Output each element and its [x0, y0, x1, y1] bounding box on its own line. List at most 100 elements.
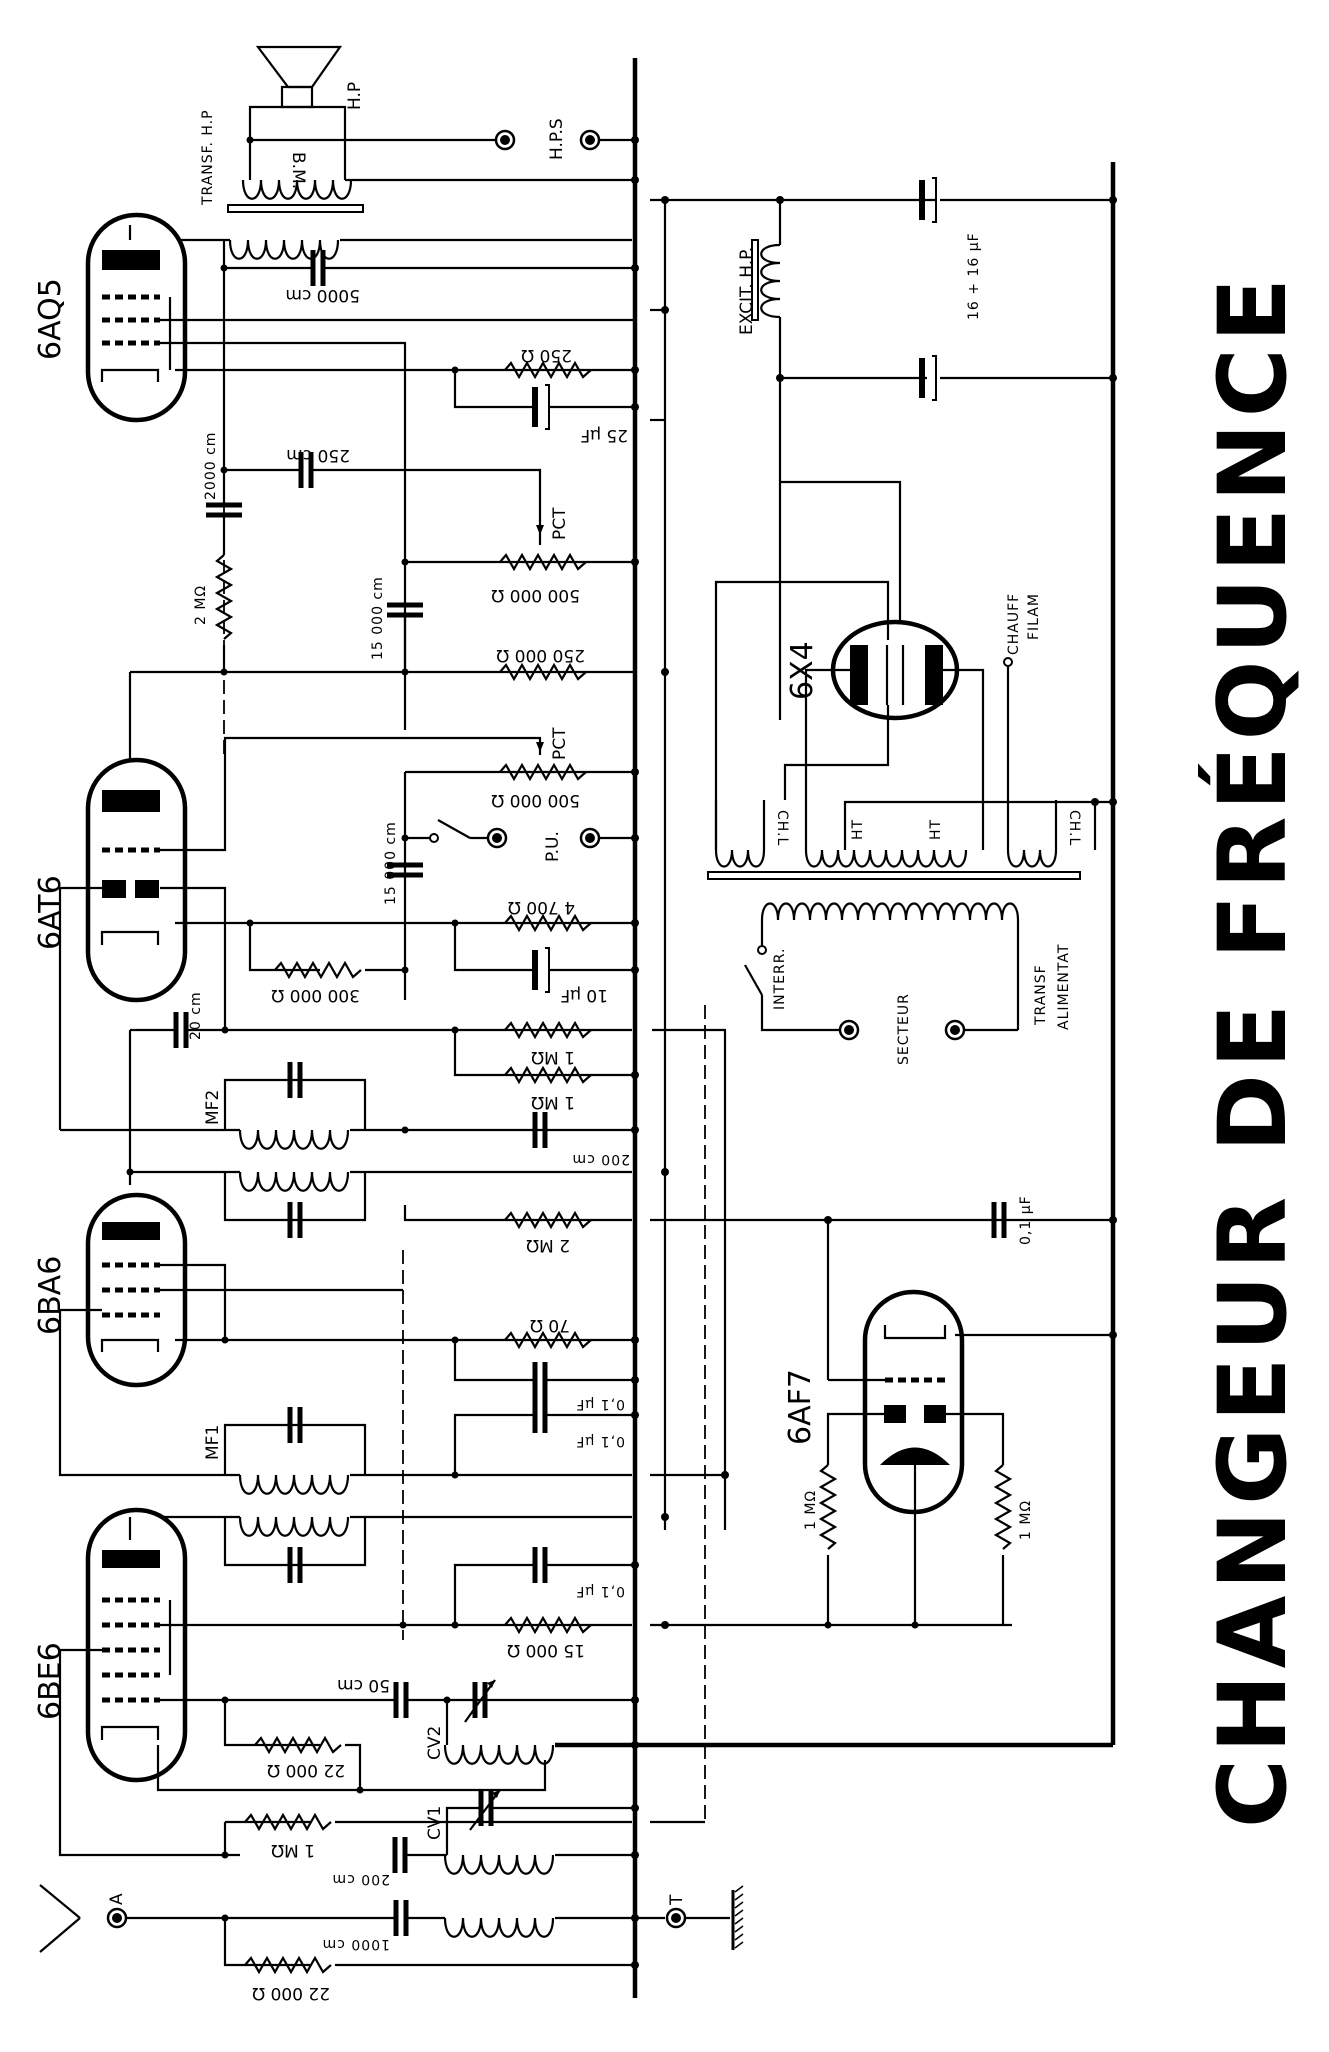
antenna-coupling-capacitor — [395, 1837, 405, 1873]
power-transformer-core — [707, 871, 1081, 880]
screen-capacitor — [535, 1547, 545, 1583]
tube-label-6ba6: 6BA6 — [33, 1256, 68, 1335]
antenna-coil-secondary — [443, 1851, 639, 1875]
label-field-coil: EXCIT. H.P. — [737, 247, 757, 335]
ground-symbol-icon — [685, 1885, 744, 1950]
label-pct-1: PCT — [550, 507, 570, 540]
label-antenna: A — [107, 1893, 127, 1905]
label-250ohm: 250 Ω — [521, 345, 572, 365]
label-2m-avc: 2 MΩ — [526, 1235, 570, 1255]
if-transformer-mf1 — [223, 1407, 729, 1495]
label-chl-2: CH.L — [1066, 810, 1082, 846]
label-15000ohm: 15 000 Ω — [507, 1640, 585, 1660]
oscillator-capacitor — [396, 1682, 406, 1718]
label-01uf-a: 0,1 µF — [575, 1396, 625, 1412]
antenna-series-capacitor — [396, 1900, 406, 1936]
heater-terminal — [1003, 657, 1013, 667]
label-22000-a: 22 000 Ω — [267, 1760, 345, 1780]
label-mf2: MF2 — [203, 1090, 223, 1125]
label-alimentat: ALIMENTAT — [1056, 944, 1072, 1030]
label-1m-ind-b: 1 MΩ — [1018, 1500, 1034, 1540]
tube-label-6be6: 6BE6 — [33, 1642, 68, 1720]
power-transformer-secondary — [714, 800, 1097, 868]
label-20cm: 20 cm — [188, 991, 204, 1040]
output-transformer-core — [227, 204, 364, 213]
power-switch[interactable] — [744, 945, 840, 1032]
label-chl-1: CH.L — [774, 810, 790, 846]
pickup-switch[interactable] — [405, 819, 490, 843]
label-10uf: 10 µF — [560, 985, 608, 1005]
label-interr: INTERR. — [772, 948, 788, 1010]
label-250k: 250 000 Ω — [496, 645, 585, 665]
label-speaker: H.P — [345, 82, 365, 110]
output-cathode-capacitor — [453, 370, 639, 429]
label-500k-1: 500 000 Ω — [491, 585, 580, 605]
tube-6ba6 — [85, 1192, 188, 1388]
label-hps: H.P.S — [547, 118, 567, 160]
antenna-symbol-icon — [39, 1884, 81, 1953]
label-mf1: MF1 — [203, 1425, 223, 1460]
loudspeaker — [248, 45, 347, 150]
plate-bypass-capacitor — [220, 250, 639, 286]
label-22000-b: 22 000 Ω — [252, 1983, 330, 2003]
label-250cm: 250 cm — [286, 445, 350, 465]
labels: 6AQ5 6AT6 6BA6 6BE6 6X4 6AF7 H.P TRANSF.… — [33, 82, 1082, 2003]
label-ground: T — [667, 1894, 687, 1906]
label-filter-caps: 16 + 16 µF — [966, 232, 982, 320]
label-1m-a: 1 MΩ — [531, 1047, 575, 1067]
diode-capacitor — [176, 1012, 186, 1048]
label-1m-ind-a: 1 MΩ — [803, 1490, 819, 1530]
label-200cm: 200 cm — [571, 1151, 630, 1167]
tube-6be6 — [85, 1507, 188, 1783]
label-200cm-ant: 200 cm — [331, 1871, 390, 1887]
label-70ohm: 70 Ω — [530, 1315, 570, 1335]
tube-label-6at6: 6AT6 — [33, 875, 68, 950]
indicator-resistor-a — [819, 1463, 837, 1551]
label-01uf-c: 0,1 µF — [575, 1583, 625, 1599]
variable-capacitor-cv1[interactable] — [445, 1790, 639, 1855]
if-transformer-mf2 — [58, 888, 639, 1149]
label-300k: 300 000 Ω — [271, 985, 360, 1005]
oscillator-coil — [443, 1700, 1113, 1765]
label-output-transformer: TRANSF. H.P — [200, 109, 216, 206]
label-50cm: 50 cm — [337, 1675, 390, 1695]
tube-label-6af7: 6AF7 — [783, 1369, 818, 1445]
tube-6x4 — [830, 619, 960, 721]
page-title: CHANGEUR DE FRÉQUENCE — [1197, 272, 1308, 1828]
label-ht-1: HT — [850, 819, 866, 840]
tube-label-6x4: 6X4 — [785, 641, 820, 700]
if-decoupling-capacitor — [535, 1397, 545, 1433]
tube-6at6 — [85, 757, 188, 1003]
indicator-resistor-b — [994, 1463, 1012, 1551]
preamp-cathode-capacitor — [453, 923, 639, 992]
voice-coil-winding — [241, 136, 635, 200]
label-cv2: CV2 — [425, 1726, 445, 1760]
power-transformer-primary — [760, 902, 1020, 1030]
if-transformer-mf2-primary — [126, 1168, 669, 1238]
label-01uf-b: 0,1 µF — [575, 1433, 625, 1449]
label-4700ohm: 4 700 Ω — [508, 897, 575, 917]
label-pct-2: PCT — [550, 727, 570, 760]
tube-6af7 — [862, 1289, 965, 1625]
label-voice-coil: B.M. — [288, 152, 308, 189]
label-15000cm-1: 15 000 cm — [370, 576, 386, 660]
label-cv1: CV1 — [425, 1806, 445, 1840]
label-15000cm-2: 15 000 cm — [383, 821, 399, 905]
filter-capacitor-2 — [922, 356, 936, 400]
label-transf: TRANSF — [1033, 964, 1049, 1026]
label-2000cm: 2000 cm — [203, 432, 219, 500]
antenna-coil-primary — [443, 1914, 665, 1938]
label-2mohm: 2 MΩ — [193, 585, 209, 625]
label-filam: FILAM — [1026, 593, 1042, 640]
label-1m-grid: 1 MΩ — [271, 1840, 315, 1860]
if-cathode-capacitor — [535, 1362, 545, 1398]
label-secteur: SECTEUR — [896, 993, 912, 1065]
field-coil — [751, 200, 782, 720]
label-25uf: 25 µF — [580, 425, 628, 445]
label-chauff: CHAUFF — [1006, 593, 1022, 655]
tube-6aq5 — [85, 212, 188, 423]
label-1000cm: 1000 cm — [322, 1936, 390, 1952]
label-ht-2: HT — [928, 819, 944, 840]
variable-capacitor-cv2[interactable] — [464, 1679, 496, 1723]
